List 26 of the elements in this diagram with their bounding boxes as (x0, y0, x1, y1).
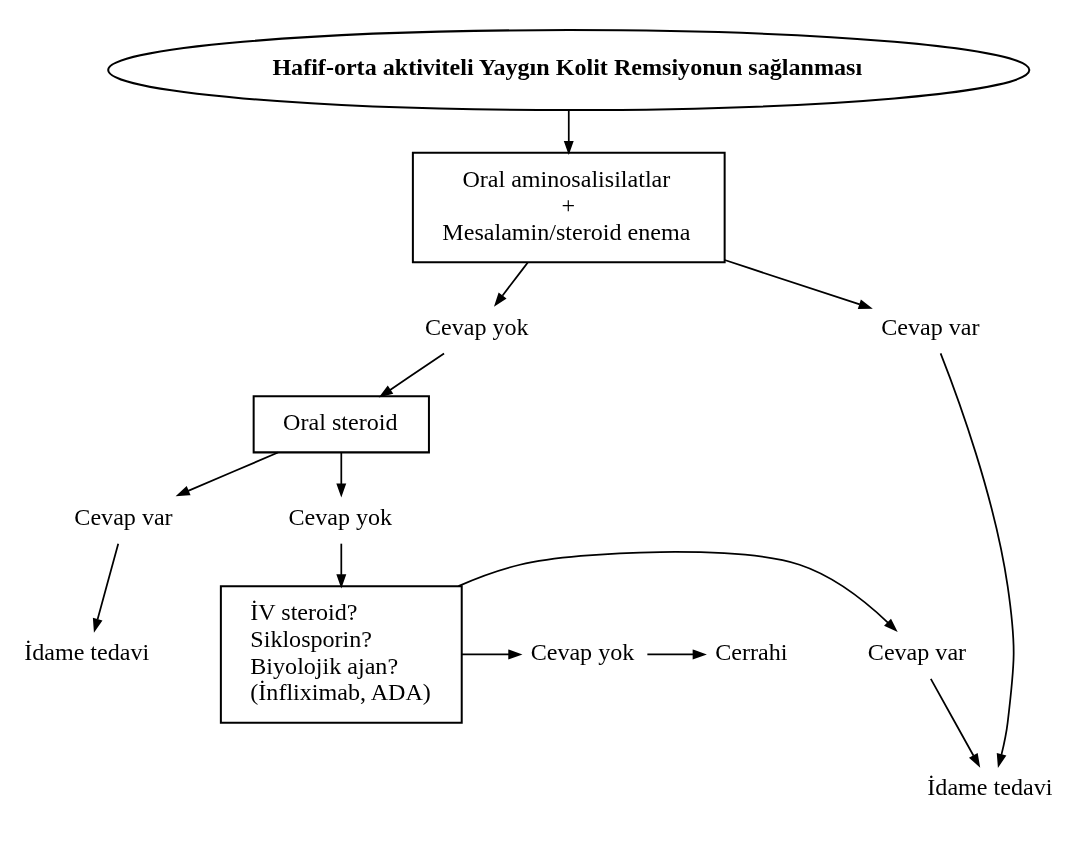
node-text: Cevap yok (424, 313, 529, 340)
node-ellipse: Hafif-orta aktiviteli Yaygın Kolit Remsiyonun sağlanması (107, 28, 1031, 111)
node-text: İdame tedavi (24, 638, 150, 665)
node-text: İdame tedavi (927, 773, 1053, 800)
arrow (457, 550, 898, 632)
arrow (646, 648, 707, 659)
node-text: Cerrahi (715, 638, 788, 665)
arrow (939, 352, 1015, 768)
node-box: İV steroid? Siklosporin? Biyolojik ajan? (İnfliximab, ADA) (219, 584, 463, 724)
node-text: Cevap var (881, 313, 980, 340)
arrow (563, 108, 574, 155)
arrow (336, 542, 347, 588)
node-box: Oral steroid (252, 394, 430, 453)
node-box: Oral aminosalisilatlar + Mesalamin/steroid enema (411, 151, 726, 263)
arrow (336, 451, 347, 498)
node-text: Cevap yok (530, 638, 635, 665)
arrow (723, 258, 873, 309)
node-text: Cevap var (867, 638, 967, 665)
node-text: Cevap yok (288, 503, 393, 530)
arrow (929, 677, 981, 768)
node-text: Cevap var (74, 503, 173, 530)
arrow (175, 451, 279, 496)
arrow (92, 542, 120, 633)
arrow (378, 352, 445, 398)
arrow (493, 261, 529, 307)
arrow (461, 648, 523, 659)
